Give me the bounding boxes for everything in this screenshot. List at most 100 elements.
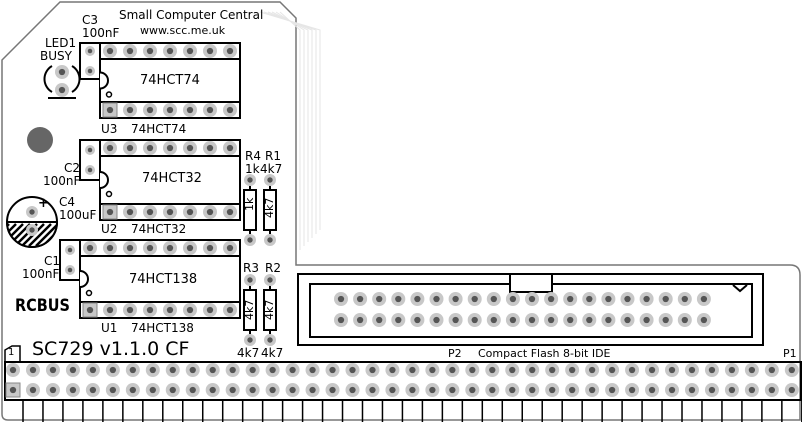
u2-ref: U2 <box>101 222 118 236</box>
drill-hole <box>247 177 253 183</box>
drill-hole <box>549 366 556 374</box>
drill-hole <box>329 386 336 394</box>
drill-hole <box>109 386 116 394</box>
drill-hole <box>126 106 134 114</box>
drill-hole <box>356 316 364 324</box>
drill-hole <box>700 316 708 324</box>
drill-hole <box>106 144 114 152</box>
drill-hole <box>186 106 194 114</box>
r2-body <box>263 289 277 331</box>
drill-hole <box>89 366 97 374</box>
hatch <box>28 223 52 247</box>
trace <box>279 11 301 250</box>
drill-hole <box>186 47 194 55</box>
drill-hole <box>509 295 517 303</box>
r4-ref: R4 <box>245 149 261 163</box>
drill-hole <box>126 306 134 314</box>
drill-hole <box>226 306 234 314</box>
drill-hole <box>509 386 516 394</box>
r1-body-label: 4k7 <box>263 197 276 218</box>
drill-hole <box>549 386 556 394</box>
drill-hole <box>708 386 716 394</box>
drill-hole <box>586 316 593 324</box>
drill-hole <box>67 247 73 253</box>
drill-hole <box>547 295 555 303</box>
drill-hole <box>186 208 194 216</box>
drill-hole <box>206 208 214 216</box>
c1-ref: C1 <box>44 254 61 268</box>
drill-hole <box>206 144 214 152</box>
trace <box>259 11 321 230</box>
drill-hole <box>309 366 316 374</box>
drill-hole <box>106 208 114 216</box>
drill-hole <box>529 386 536 394</box>
drill-hole <box>569 386 576 394</box>
drill-hole <box>166 106 174 114</box>
led-outline <box>43 65 53 93</box>
trace <box>271 11 309 242</box>
drill-hole <box>586 295 593 303</box>
u1-part: 74HCT138 <box>131 321 194 335</box>
drill-hole <box>628 386 636 394</box>
drill-hole <box>269 366 276 374</box>
drill-hole <box>87 147 93 153</box>
drill-hole <box>624 316 631 324</box>
drill-hole <box>728 386 736 394</box>
pin1-dot <box>105 190 113 198</box>
drill-hole <box>748 386 756 394</box>
drill-hole <box>681 316 688 324</box>
drill-hole <box>452 316 459 324</box>
drill-hole <box>249 366 256 374</box>
pin1-marker: 1 <box>8 347 15 358</box>
drill-hole <box>267 337 273 343</box>
drill-hole <box>289 366 296 374</box>
u3-part: 74HCT74 <box>131 122 187 136</box>
drill-hole <box>206 306 214 314</box>
c4-polarity: + <box>38 196 49 211</box>
drill-hole <box>229 366 236 374</box>
c1-value: 100nF <box>22 267 60 281</box>
drill-hole <box>86 244 94 252</box>
pin1-dot <box>105 91 113 98</box>
drill-hole <box>662 295 669 303</box>
drill-hole <box>267 237 273 243</box>
c4-ref: C4 <box>59 195 76 209</box>
drill-hole <box>529 366 536 374</box>
pin1-dot <box>85 289 93 297</box>
drill-hole <box>226 144 234 152</box>
led-outline <box>71 65 81 93</box>
drill-hole <box>376 295 383 303</box>
drill-hole <box>29 386 37 394</box>
drill-hole <box>471 295 478 303</box>
hatch <box>7 223 17 247</box>
drill-hole <box>369 366 376 374</box>
drill-hole <box>106 47 114 55</box>
drill-hole <box>226 106 234 114</box>
drill-hole <box>87 48 93 54</box>
drill-hole <box>226 47 234 55</box>
drill-hole <box>189 386 196 394</box>
drill-hole <box>166 47 174 55</box>
drill-hole <box>708 366 716 374</box>
drill-hole <box>509 366 516 374</box>
drill-hole <box>768 386 776 394</box>
drill-hole <box>490 295 497 303</box>
drill-hole <box>29 209 35 215</box>
drill-hole <box>226 208 234 216</box>
fiducial-mark <box>27 127 53 153</box>
drill-hole <box>209 386 216 394</box>
u3-body-label: 74HCT74 <box>140 73 200 88</box>
p2-pin1-arrow <box>732 284 748 293</box>
drill-hole <box>748 366 756 374</box>
drill-hole <box>490 316 497 324</box>
drill-hole <box>469 386 476 394</box>
pin1-notch <box>99 71 109 90</box>
drill-hole <box>429 366 436 374</box>
r3-ref: R3 <box>243 261 259 275</box>
drill-hole <box>528 316 536 324</box>
r2-body-label: 4k7 <box>263 299 276 320</box>
drill-hole <box>129 386 136 394</box>
drill-hole <box>89 386 97 394</box>
c2-ref: C2 <box>64 161 81 175</box>
